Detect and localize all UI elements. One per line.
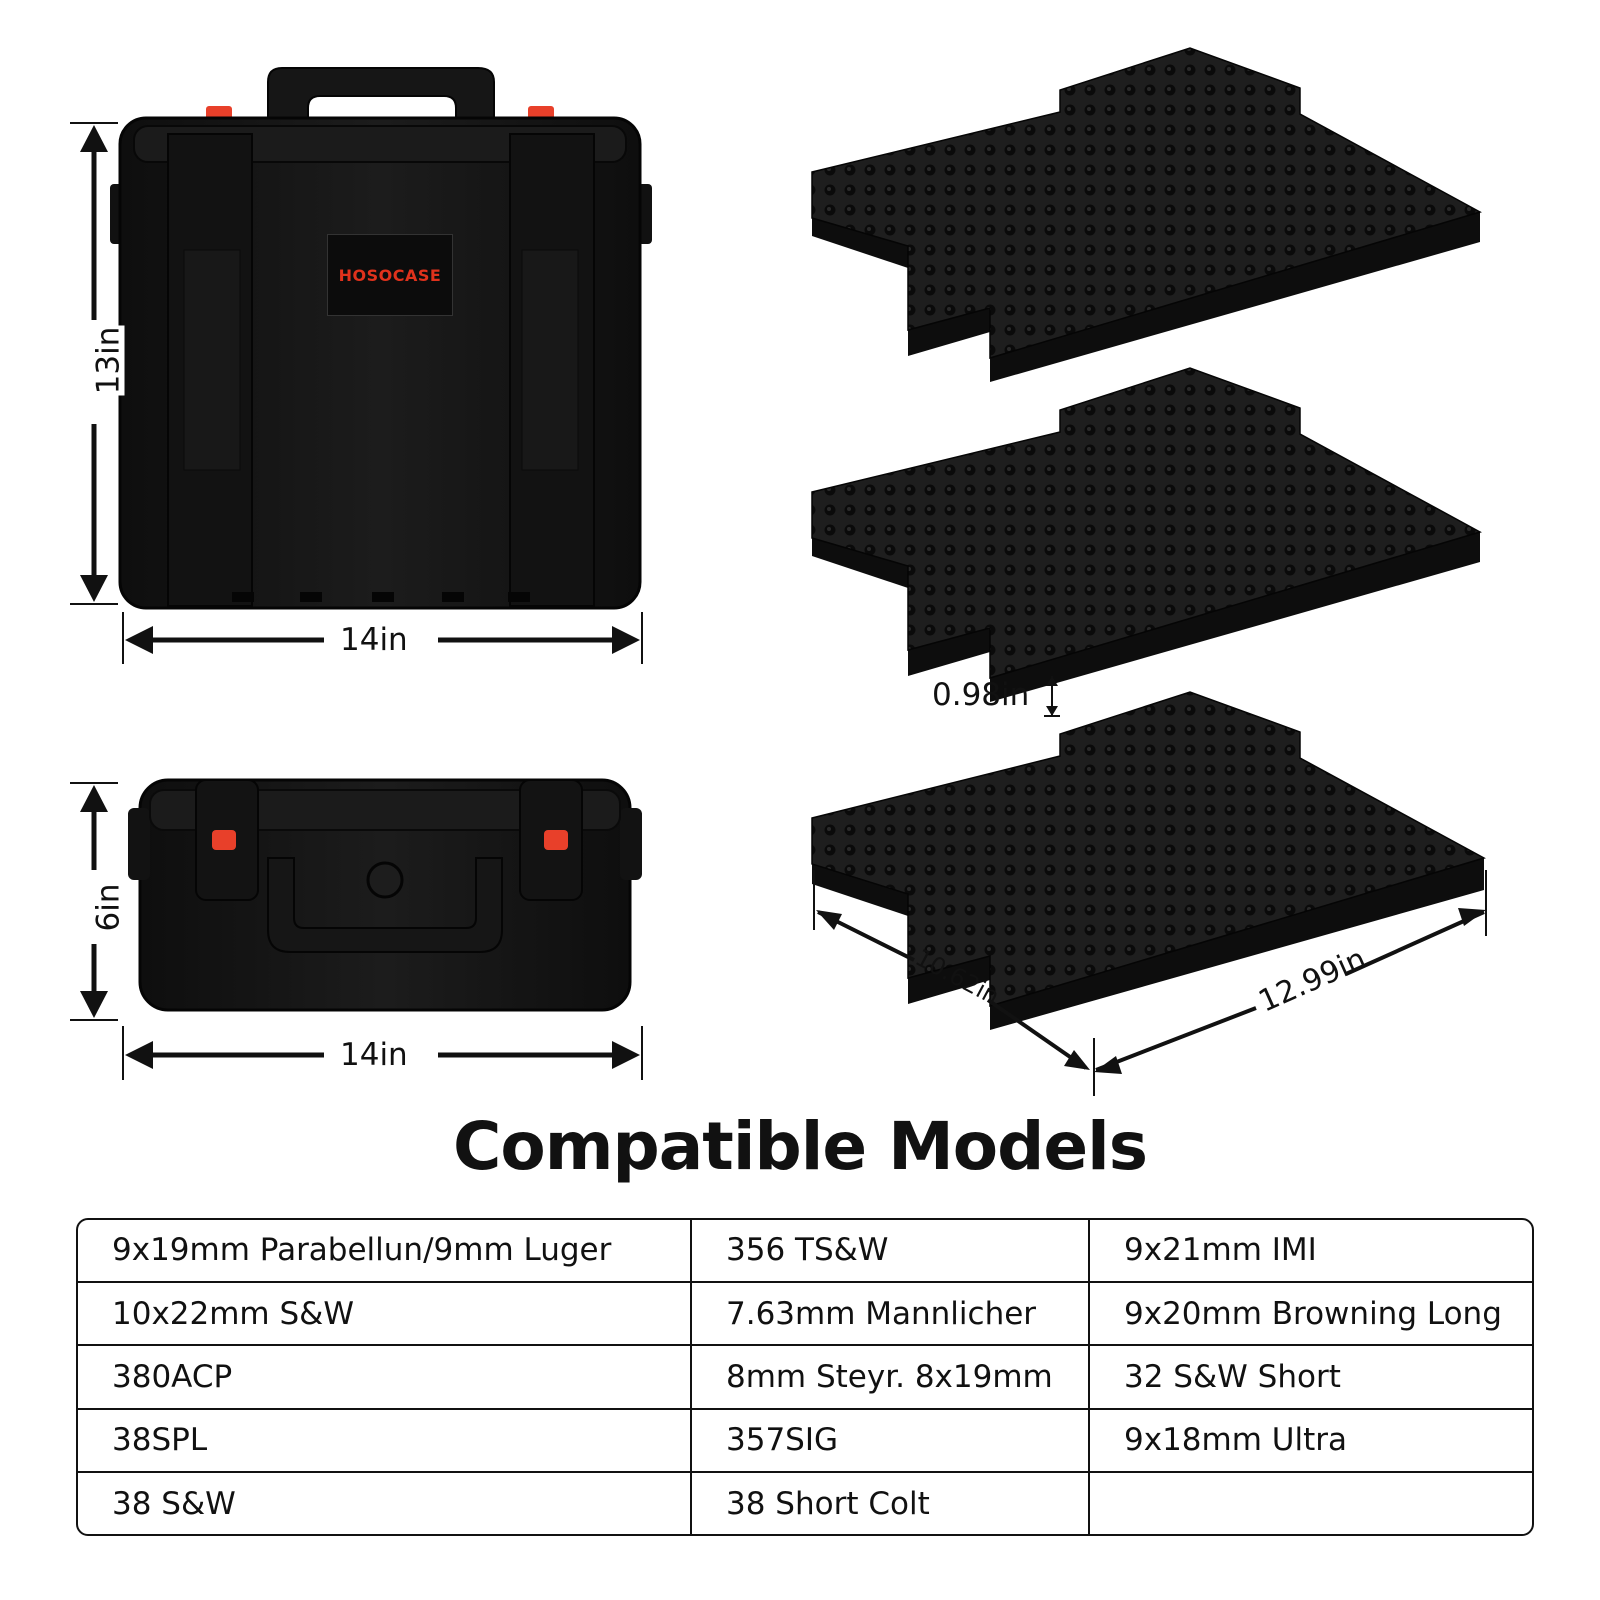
depth-dimension: [70, 782, 118, 1021]
table-cell: 38 S&W: [78, 1472, 692, 1534]
table-row: 38SPL 357SIG 9x18mm Ultra: [78, 1408, 1532, 1474]
case-side-view: [128, 778, 642, 1012]
front-width-dimension: [122, 612, 643, 664]
compatible-models-table: 9x19mm Parabellun/9mm Luger 356 TS&W 9x2…: [76, 1218, 1534, 1536]
depth-label: 6in: [91, 872, 127, 943]
table-cell: 7.63mm Mannlicher: [691, 1281, 1090, 1347]
front-width-label: 14in: [340, 622, 408, 658]
table-cell: 9x19mm Parabellun/9mm Luger: [78, 1220, 692, 1283]
table-cell: 10x22mm S&W: [78, 1281, 692, 1347]
brand-logo: HOSOCASE: [327, 234, 453, 316]
compatible-models-title: Compatible Models: [452, 1108, 1148, 1185]
product-illustration: [70, 47, 1487, 1096]
table-cell: 357SIG: [691, 1408, 1090, 1474]
table-cell: 9x21mm IMI: [1089, 1220, 1532, 1283]
foam-length-dimension: [1093, 870, 1487, 1096]
case-front-view: [110, 67, 652, 610]
foam-pad-bottom: [811, 691, 1486, 1030]
table-cell: 380ACP: [78, 1345, 692, 1410]
table-cell: 8mm Steyr. 8x19mm: [691, 1345, 1090, 1410]
foam-pad-middle: [811, 367, 1482, 702]
table-cell: [1089, 1472, 1532, 1534]
table-cell: 9x18mm Ultra: [1089, 1408, 1532, 1474]
foam-thickness-label: 0.98in: [932, 677, 1030, 713]
foam-pad-top: [811, 47, 1482, 382]
side-width-dimension: [122, 1026, 643, 1080]
table-cell: 38SPL: [78, 1408, 692, 1474]
table-row: 380ACP 8mm Steyr. 8x19mm 32 S&W Short: [78, 1345, 1532, 1410]
height-dimension: [70, 122, 118, 605]
table-cell: 356 TS&W: [691, 1220, 1090, 1283]
table-row: 10x22mm S&W 7.63mm Mannlicher 9x20mm Bro…: [78, 1281, 1532, 1347]
side-width-label: 14in: [340, 1037, 408, 1073]
table-row: 38 S&W 38 Short Colt: [78, 1472, 1532, 1534]
table-cell: 9x20mm Browning Long: [1089, 1281, 1532, 1347]
foam-width-dimension: [813, 870, 1090, 1070]
thickness-dimension: [1044, 676, 1060, 717]
table-cell: 32 S&W Short: [1089, 1345, 1532, 1410]
table-cell: 38 Short Colt: [691, 1472, 1090, 1534]
height-label: 13in: [90, 325, 127, 396]
table-row: 9x19mm Parabellun/9mm Luger 356 TS&W 9x2…: [78, 1220, 1532, 1283]
